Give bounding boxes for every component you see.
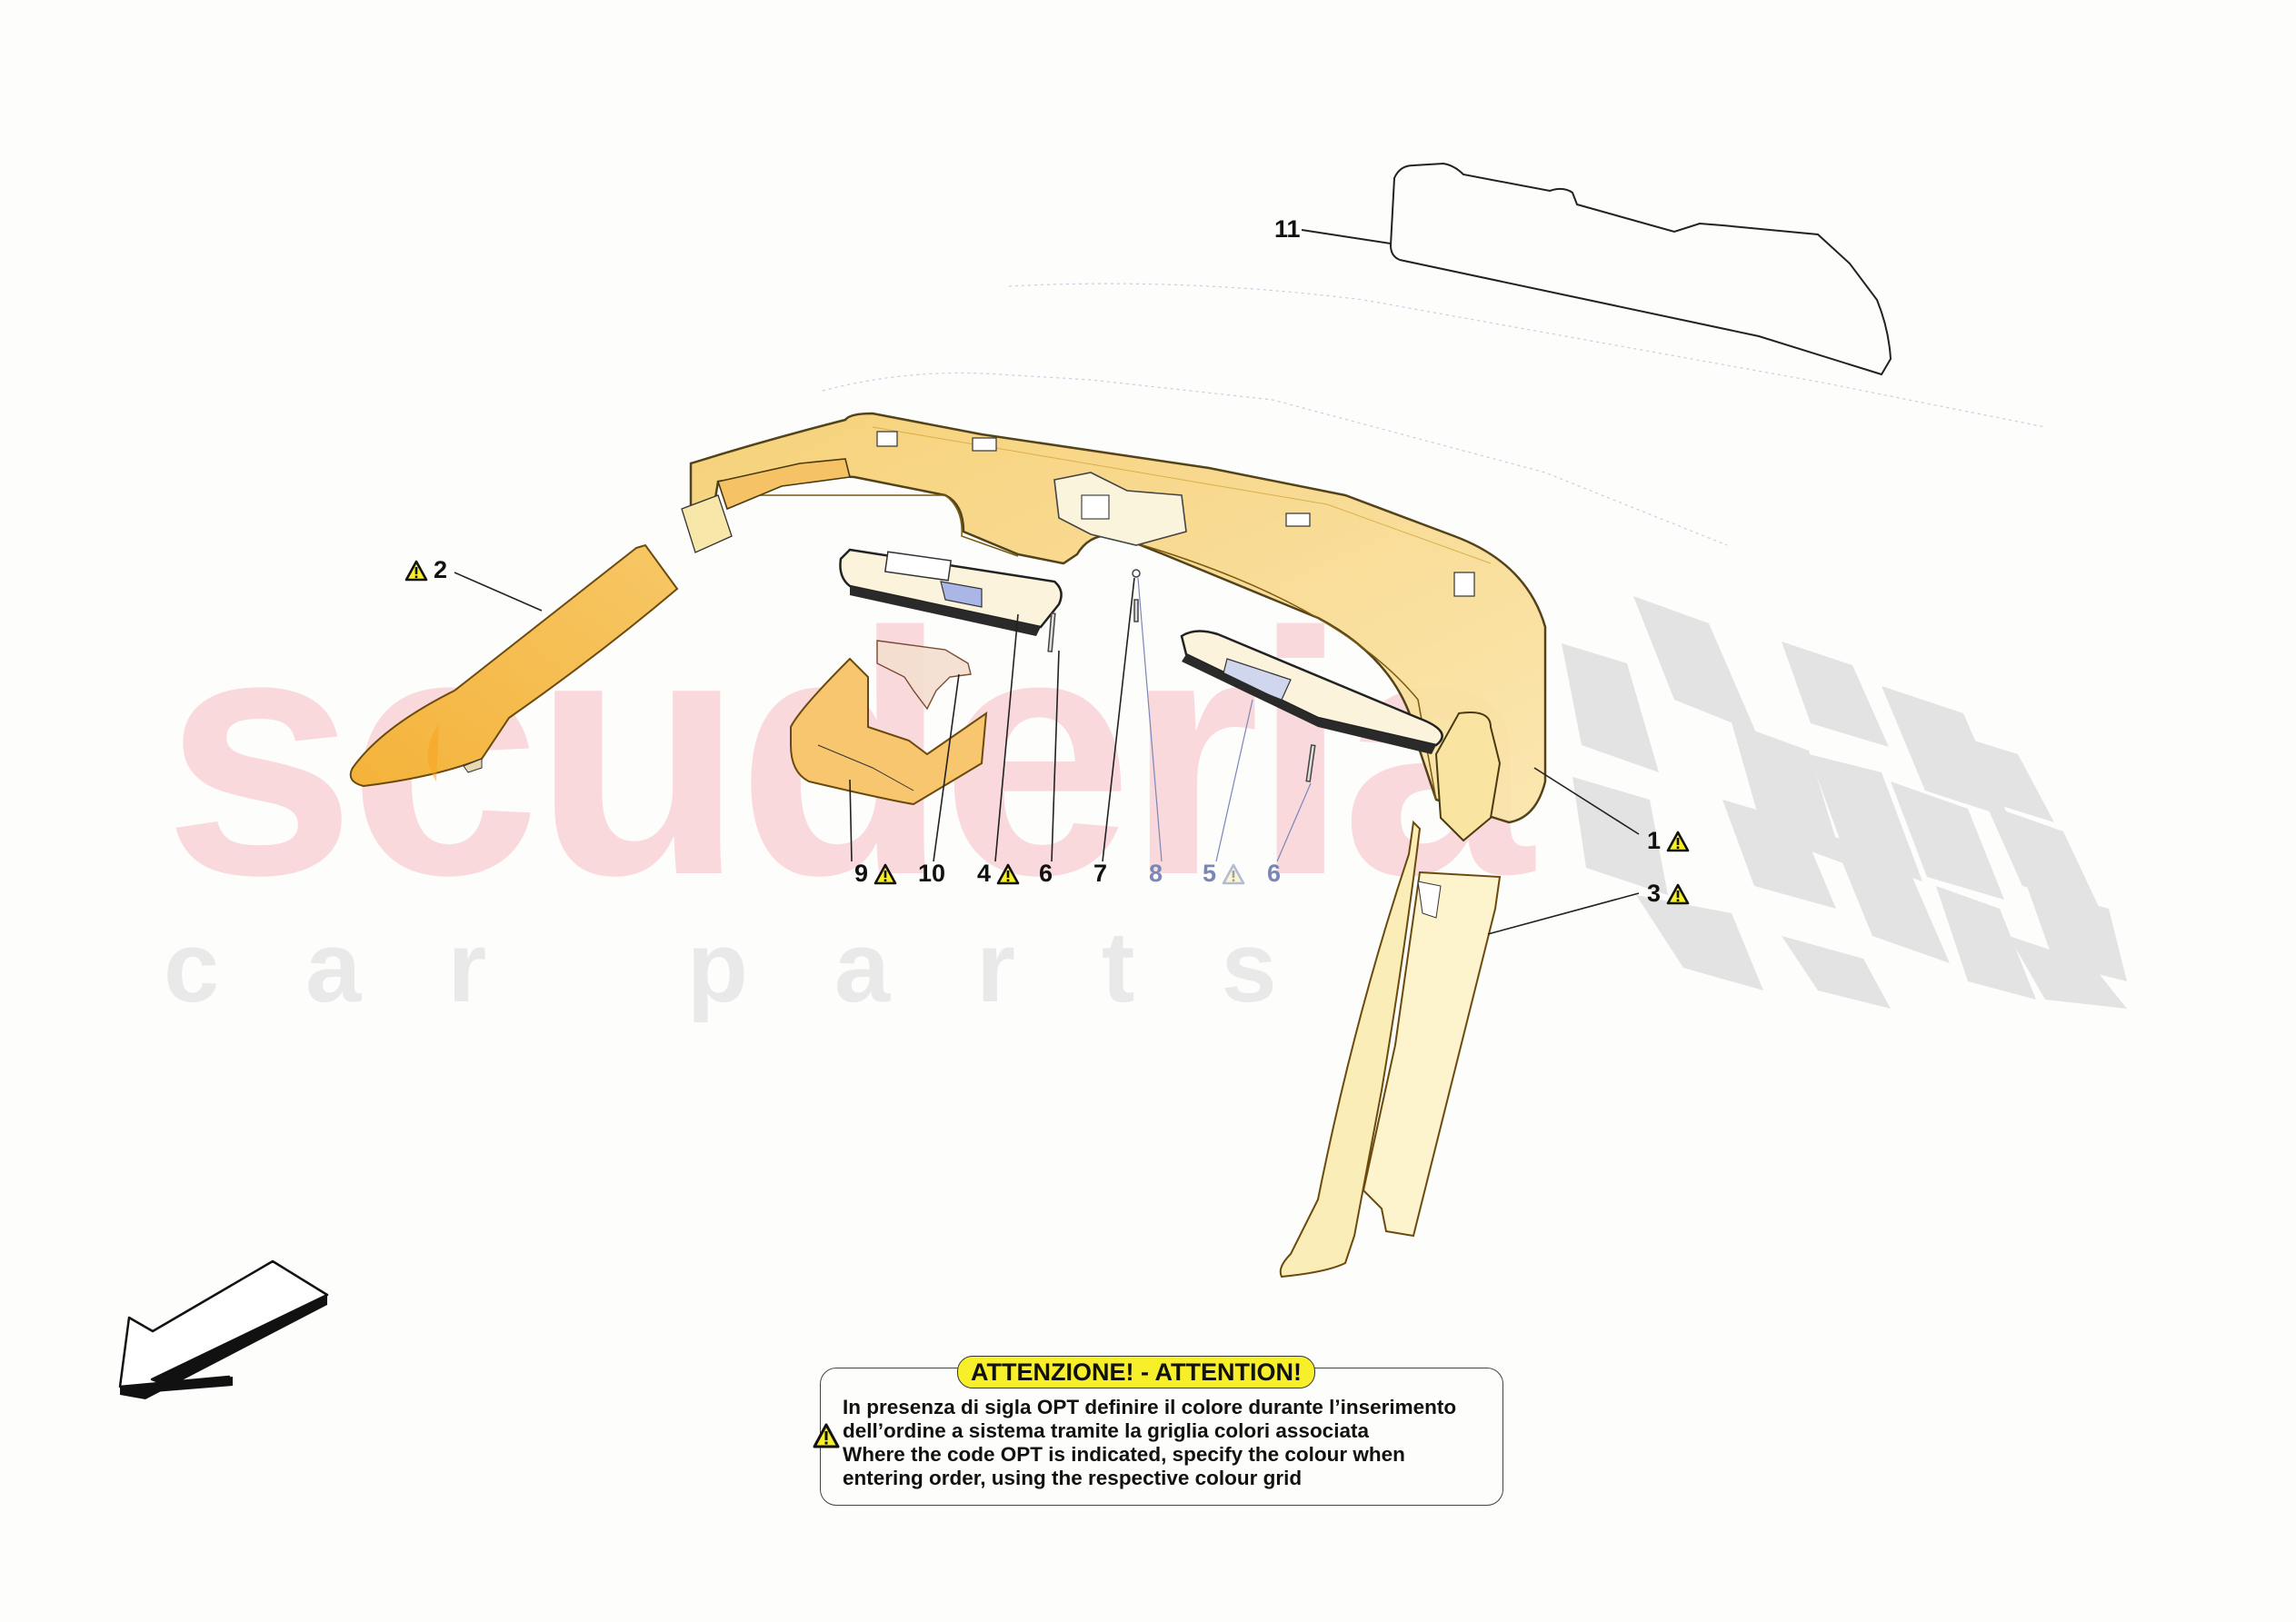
- notice-line-en-2: entering order, using the respective col…: [843, 1467, 1303, 1489]
- part-4-sun-visor-left: [839, 548, 1063, 636]
- front-direction-arrow: [118, 1259, 329, 1399]
- part-3-pillar-trim: [1279, 820, 1502, 1279]
- callout-10[interactable]: 10: [918, 861, 945, 886]
- callout-4[interactable]: 4: [977, 861, 1020, 886]
- warning-icon: [813, 1423, 840, 1448]
- callout-label: 1: [1647, 827, 1662, 854]
- callout-leader-lines: [454, 572, 1640, 935]
- roof-ghost-outline: [822, 283, 2046, 546]
- callout-5[interactable]: 5: [1203, 861, 1245, 886]
- fastener-screws: [1047, 569, 1316, 782]
- callout-label: 3: [1647, 880, 1662, 907]
- callout-label: 2: [434, 556, 448, 583]
- callout-label: 5: [1203, 860, 1217, 887]
- callout-label: 9: [854, 860, 869, 887]
- callout-2[interactable]: 2: [404, 558, 447, 582]
- warning-icon: [1222, 863, 1245, 884]
- warning-icon: [873, 863, 897, 884]
- callout-label: 11: [1274, 215, 1301, 243]
- callout-label: 7: [1093, 860, 1108, 887]
- callout-9[interactable]: 9: [854, 861, 897, 886]
- callout-11[interactable]: 11: [1274, 217, 1301, 242]
- part-10-bracket: [876, 640, 972, 711]
- part-5-sun-visor-right: [1180, 630, 1443, 754]
- callout-7[interactable]: 7: [1093, 861, 1107, 886]
- warning-icon: [996, 863, 1020, 884]
- attention-text: In presenza di sigla OPT definire il col…: [843, 1396, 1456, 1490]
- callout-8[interactable]: 8: [1149, 861, 1163, 886]
- warning-icon: [1666, 883, 1690, 904]
- part-9-visor-holder: [790, 657, 988, 806]
- callout-label: 4: [977, 860, 992, 887]
- part-2-a-pillar-trim: [349, 543, 679, 788]
- attention-notice: ATTENZIONE! - ATTENTION! In presenza di …: [813, 1356, 1503, 1506]
- callout-3[interactable]: 3: [1647, 881, 1690, 906]
- callout-label: 6: [1267, 860, 1282, 887]
- callout-label: 8: [1149, 860, 1163, 887]
- callout-1[interactable]: 1: [1647, 829, 1690, 853]
- watermark-subtitle: car parts: [164, 911, 1363, 1023]
- warning-icon: [404, 560, 428, 581]
- attention-badge: ATTENZIONE! - ATTENTION!: [957, 1356, 1315, 1388]
- callout-6-right[interactable]: 6: [1267, 861, 1281, 886]
- notice-line-it-1: In presenza di sigla OPT definire il col…: [843, 1396, 1457, 1418]
- part-11-roof-panel: [1389, 162, 1892, 376]
- callout-label: 6: [1039, 860, 1053, 887]
- callout-label: 10: [918, 860, 946, 887]
- warning-icon: [1666, 831, 1690, 851]
- callout-6-left[interactable]: 6: [1039, 861, 1053, 886]
- notice-line-en-1: Where the code OPT is indicated, specify…: [843, 1443, 1405, 1466]
- notice-line-it-2: dell’ordine a sistema tramite la griglia…: [843, 1419, 1369, 1442]
- part-1-frame: [681, 412, 1547, 842]
